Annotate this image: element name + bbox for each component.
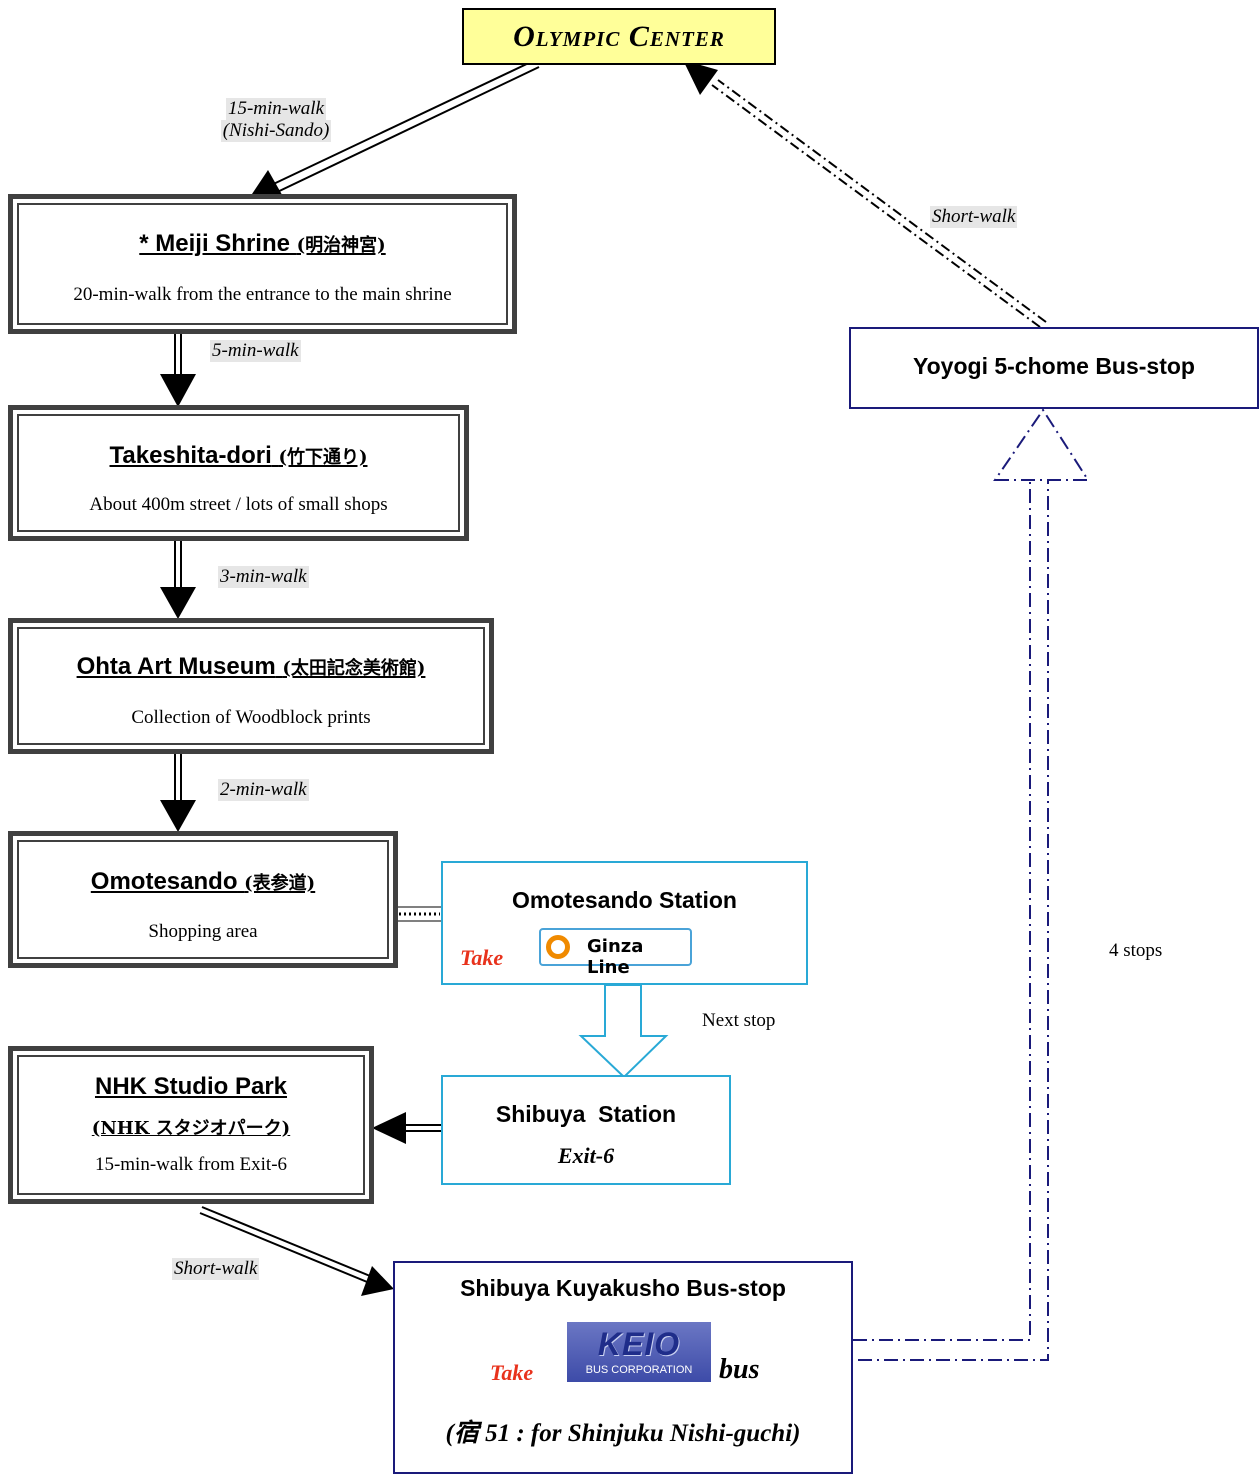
- yoyogi-busstop-box: Yoyogi 5-chome Bus-stop: [849, 327, 1259, 409]
- omotesando-desc: Shopping area: [148, 921, 258, 942]
- take-bus-label: Take: [490, 1360, 534, 1385]
- nhk-studio-park-box: NHK Studio Park (NHK スタジオパーク) 15-min-wal…: [8, 1046, 374, 1204]
- walk-label-to-meiji: 15-min-walk (Nishi-Sando): [206, 98, 346, 142]
- nhk-studio-park-title: NHK Studio Park: [94, 1073, 288, 1100]
- walk-label-ohta-omotesando: 2-min-walk: [218, 779, 309, 801]
- shibuya-station-exit: Exit-6: [557, 1143, 615, 1168]
- walk-label-meiji-takeshita: 5-min-walk: [210, 340, 301, 362]
- takeshita-dori-title: Takeshita-dori (竹下通り): [109, 442, 368, 469]
- shibuya-station-title: Shibuya Station: [495, 1101, 677, 1127]
- stops-count-label: 4 stops: [1109, 940, 1163, 961]
- olympic-center-label: Olympic Center: [513, 19, 725, 53]
- take-label: Take: [460, 945, 504, 970]
- walk-time: 15-min-walk: [225, 98, 327, 120]
- ginza-line-badge: Ginza Line: [539, 928, 692, 978]
- walk-label-yoyogi-olympic: Short-walk: [930, 206, 1018, 228]
- ginza-line-icon: [546, 935, 570, 959]
- walk-label-takeshita-ohta: 3-min-walk: [218, 566, 309, 588]
- next-stop-label: Next stop: [702, 1010, 776, 1031]
- ginza-line-label: Ginza Line: [587, 936, 644, 978]
- walk-route: (Nishi-Sando): [220, 120, 332, 142]
- meiji-shrine-title: * Meiji Shrine (明治神宮): [139, 230, 386, 257]
- keio-logo-text: KEIO: [597, 1326, 681, 1362]
- yoyogi-busstop-title: Yoyogi 5-chome Bus-stop: [913, 353, 1195, 379]
- omotesando-station-title: Omotesando Station: [512, 887, 737, 913]
- olympic-center-box: Olympic Center: [462, 8, 776, 65]
- walk-label-nhk-busstop: Short-walk: [172, 1258, 260, 1280]
- ohta-art-museum-box: Ohta Art Museum (太田記念美術館) Collection of …: [8, 618, 494, 754]
- kuyakusho-busstop-title: Shibuya Kuyakusho Bus-stop: [460, 1275, 786, 1301]
- omotesando-title: Omotesando (表参道): [90, 868, 316, 895]
- nhk-studio-park-jp: (NHK スタジオパーク): [91, 1118, 291, 1139]
- bus-word: bus: [719, 1354, 760, 1385]
- ohta-art-museum-desc: Collection of Woodblock prints: [131, 707, 371, 728]
- takeshita-dori-desc: About 400m street / lots of small shops: [89, 494, 388, 515]
- omotesando-box: Omotesando (表参道) Shopping area: [8, 831, 398, 968]
- nhk-studio-park-desc: 15-min-walk from Exit-6: [94, 1154, 288, 1175]
- takeshita-dori-box: Takeshita-dori (竹下通り) About 400m street …: [8, 405, 469, 541]
- keio-logo: KEIO BUS CORPORATION: [567, 1322, 711, 1382]
- meiji-shrine-desc: 20-min-walk from the entrance to the mai…: [73, 284, 452, 305]
- meiji-shrine-box: * Meiji Shrine (明治神宮) 20-min-walk from t…: [8, 194, 517, 334]
- ohta-art-museum-title: Ohta Art Museum (太田記念美術館): [76, 653, 426, 680]
- keio-logo-sub: BUS CORPORATION: [585, 1364, 693, 1376]
- bus-route-label: (宿 51 : for Shinjuku Nishi-guchi): [445, 1420, 801, 1447]
- shibuya-station-box: Shibuya Station Exit-6: [441, 1075, 731, 1185]
